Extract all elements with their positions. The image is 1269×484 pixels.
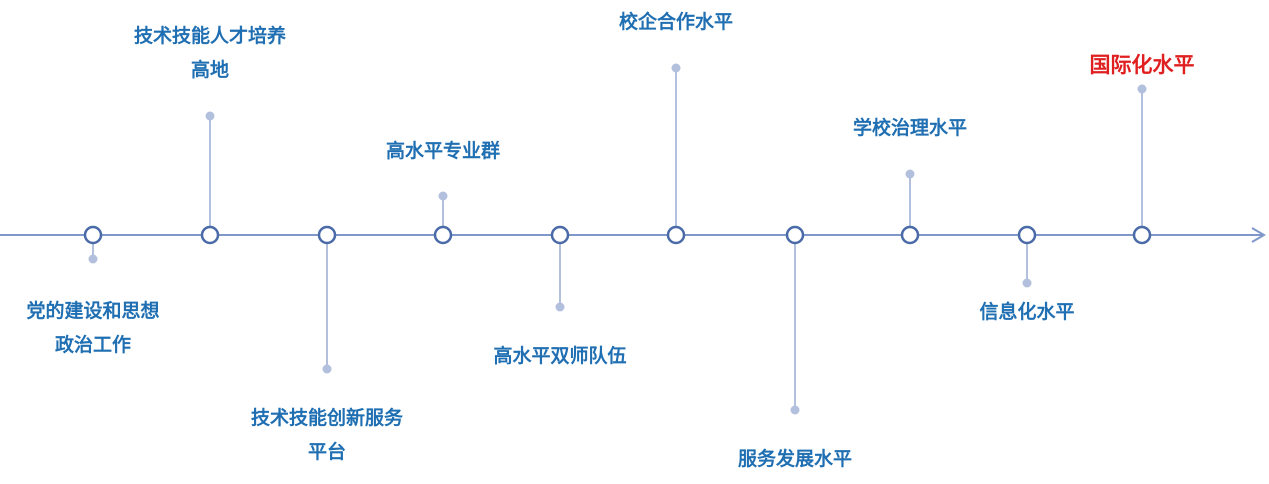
milestone-end-dot-party-building — [88, 254, 98, 264]
milestone-end-dot-school-enterprise — [671, 63, 681, 73]
milestone-label-school-enterprise: 校企合作水平 — [619, 5, 733, 39]
milestone-label-line: 高水平双师队伍 — [493, 345, 627, 367]
milestone-label-line: 政治工作 — [54, 334, 132, 356]
milestone-end-dot-dual-teacher-team — [555, 302, 565, 312]
milestone-label-line: 国际化水平 — [1089, 53, 1195, 77]
milestone-label-line: 学校治理水平 — [852, 117, 968, 139]
milestone-label-party-building: 党的建设和思想政治工作 — [26, 294, 159, 362]
milestone-label-line: 技术技能人才培养 — [133, 25, 287, 47]
milestone-end-dot-service-development — [790, 405, 800, 415]
milestone-label-informatization: 信息化水平 — [979, 295, 1074, 329]
milestone-node-professional-group — [433, 225, 453, 245]
milestone-label-internationalization: 国际化水平 — [1090, 48, 1195, 82]
milestone-node-service-development — [785, 225, 805, 245]
milestone-end-dot-informatization — [1022, 278, 1032, 288]
milestone-label-line: 高水平专业群 — [385, 140, 501, 162]
milestone-label-innovation-platform: 技术技能创新服务平台 — [251, 401, 403, 469]
milestone-label-school-governance: 学校治理水平 — [853, 111, 967, 145]
milestone-end-dot-school-governance — [905, 169, 915, 179]
axis-arrow-icon — [1251, 227, 1266, 243]
milestone-node-internationalization — [1132, 225, 1152, 245]
milestone-label-service-development: 服务发展水平 — [738, 442, 852, 476]
stem-layer — [88, 63, 1147, 415]
milestone-label-professional-group: 高水平专业群 — [386, 134, 500, 168]
milestone-end-dot-talent-highland — [205, 111, 215, 121]
milestone-end-dot-professional-group — [438, 191, 448, 201]
milestone-node-dual-teacher-team — [550, 225, 570, 245]
milestone-node-innovation-platform — [317, 225, 337, 245]
milestone-end-dot-internationalization — [1137, 84, 1147, 94]
milestone-label-line: 服务发展水平 — [737, 448, 853, 470]
milestone-label-line: 技术技能创新服务 — [250, 407, 404, 429]
milestone-node-party-building — [83, 225, 103, 245]
milestone-label-line: 高地 — [190, 59, 230, 81]
milestone-node-informatization — [1017, 225, 1037, 245]
milestone-label-dual-teacher-team: 高水平双师队伍 — [493, 339, 626, 373]
node-layer — [83, 225, 1152, 245]
milestone-node-school-enterprise — [666, 225, 686, 245]
milestone-end-dot-innovation-platform — [322, 364, 332, 374]
milestone-label-line: 校企合作水平 — [618, 11, 734, 33]
milestone-label-line: 平台 — [307, 441, 347, 463]
milestone-label-talent-highland: 技术技能人才培养高地 — [134, 19, 286, 87]
milestone-label-line: 党的建设和思想 — [26, 300, 160, 322]
milestone-node-school-governance — [900, 225, 920, 245]
milestone-label-line: 信息化水平 — [979, 301, 1075, 323]
milestone-node-talent-highland — [200, 225, 220, 245]
